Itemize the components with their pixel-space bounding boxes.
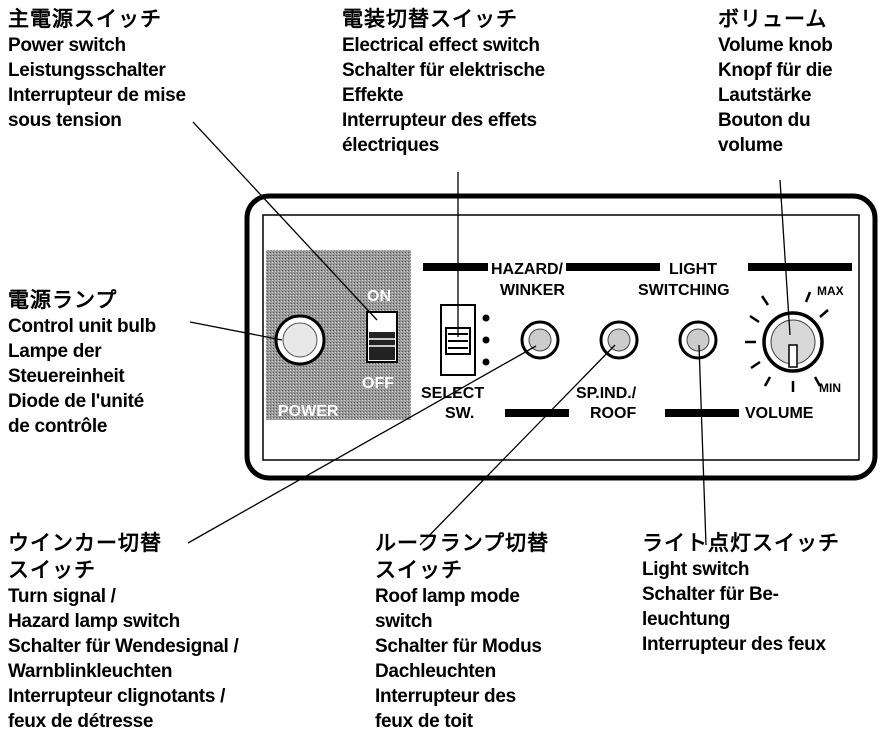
- roof-lamp-en-2: switch: [375, 611, 433, 632]
- volume-knob-fr: Bouton du: [718, 110, 811, 131]
- volume-knob-en: Volume knob: [718, 35, 833, 56]
- volume-knob-de-2: Lautstärke: [718, 85, 812, 106]
- power-label: POWER: [278, 403, 339, 420]
- roof-lamp-jp: ルーフランプ切替: [375, 532, 550, 555]
- volume-knob-fr-2: volume: [718, 135, 783, 156]
- max-label: MAX: [817, 284, 844, 298]
- leader-lines: [187, 121, 791, 546]
- winker-label: WINKER: [500, 282, 565, 299]
- light-switch-de-2: leuchtung: [642, 609, 731, 630]
- hazard-label: HAZARD/: [491, 261, 564, 278]
- min-label: MIN: [819, 381, 841, 395]
- volume-knob-jp: ボリューム: [718, 8, 828, 31]
- control-bulb-fr-2: de contrôle: [8, 416, 108, 437]
- power-switch-fr: Interrupteur de mise: [8, 85, 186, 106]
- power-switch-fr-2: sous tension: [8, 110, 122, 131]
- control-bulb-callout: 電源ランプ Control unit bulb Lampe der Steuer…: [8, 287, 156, 439]
- effect-switch-callout: 電装切替スイッチ Electrical effect switch Schalt…: [342, 6, 545, 158]
- light-label: LIGHT: [669, 261, 717, 278]
- control-bulb-en: Control unit bulb: [8, 316, 156, 337]
- power-switch-de: Leistungsschalter: [8, 60, 166, 81]
- effect-switch-de-2: Effekte: [342, 85, 404, 106]
- control-bulb-de: Lampe der: [8, 341, 102, 362]
- label-bar: [505, 409, 569, 417]
- off-label: OFF: [362, 375, 394, 392]
- effect-switch-en: Electrical effect switch: [342, 35, 540, 56]
- effect-switch-fr-2: électriques: [342, 135, 440, 156]
- roof-lamp-jp-2: スイッチ: [375, 559, 463, 582]
- sp-ind-label: SP.IND./: [576, 385, 637, 402]
- roof-lamp-fr: Interrupteur des: [375, 686, 516, 707]
- control-bulb-fr: Diode de l'unité: [8, 391, 144, 412]
- light-switch-fr: Interrupteur des feux: [642, 634, 826, 655]
- turn-signal-de: Schalter für Wendesignal /: [8, 636, 239, 657]
- power-switch-en: Power switch: [8, 35, 126, 56]
- turn-signal-en: Turn signal /: [8, 586, 116, 607]
- hazard-winker-button[interactable]: [520, 320, 560, 360]
- roof-lamp-en: Roof lamp mode: [375, 586, 520, 607]
- roof-lamp-de-2: Dachleuchten: [375, 661, 496, 682]
- turn-signal-callout: ウインカー切替 スイッチ Turn signal / Hazard lamp s…: [8, 530, 239, 734]
- turn-signal-jp-2: スイッチ: [8, 559, 96, 582]
- control-unit-bulb: [274, 314, 326, 366]
- volume-knob-de: Knopf für die: [718, 60, 833, 81]
- turn-signal-fr: Interrupteur clignotants /: [8, 686, 226, 707]
- power-switch[interactable]: [366, 311, 398, 363]
- roof-lamp-fr-2: feux de toit: [375, 711, 473, 732]
- light-switching-button[interactable]: [678, 320, 718, 360]
- effect-switch-jp: 電装切替スイッチ: [342, 8, 518, 31]
- volume-label: VOLUME: [745, 405, 814, 422]
- volume-knob[interactable]: [762, 311, 824, 373]
- light-switch-jp: ライト点灯スイッチ: [642, 532, 840, 555]
- switching-label: SWITCHING: [638, 282, 730, 299]
- volume-knob-callout: ボリューム Volume knob Knopf für die Lautstär…: [718, 6, 833, 158]
- roof-lamp-callout: ルーフランプ切替 スイッチ Roof lamp mode switch Scha…: [375, 530, 549, 734]
- control-bulb-jp: 電源ランプ: [8, 289, 118, 312]
- power-switch-callout: 主電源スイッチ Power switch Leistungsschalter I…: [8, 6, 186, 133]
- light-switch-de: Schalter für Be-: [642, 584, 779, 605]
- turn-signal-fr-2: feux de détresse: [8, 711, 154, 732]
- light-switch-en: Light switch: [642, 559, 750, 580]
- turn-signal-de-2: Warnblinkleuchten: [8, 661, 173, 682]
- label-bar: [748, 263, 852, 271]
- label-bar: [423, 263, 488, 271]
- roof-lamp-de: Schalter für Modus: [375, 636, 542, 657]
- turn-signal-en-2: Hazard lamp switch: [8, 611, 180, 632]
- light-switch-callout: ライト点灯スイッチ Light switch Schalter für Be- …: [642, 530, 840, 657]
- turn-signal-jp: ウインカー切替: [8, 532, 162, 555]
- volume-ticks: [745, 291, 829, 392]
- on-label: ON: [367, 288, 391, 305]
- effect-switch-fr: Interrupteur des effets: [342, 110, 537, 131]
- label-bar: [566, 263, 660, 271]
- select-label-2: SW.: [445, 405, 474, 422]
- roof-label: ROOF: [590, 405, 636, 422]
- power-switch-jp: 主電源スイッチ: [8, 8, 162, 31]
- effect-switch-de: Schalter für elektrische: [342, 60, 545, 81]
- sp-ind-roof-button[interactable]: [599, 320, 639, 360]
- control-bulb-de-2: Steuereinheit: [8, 366, 125, 387]
